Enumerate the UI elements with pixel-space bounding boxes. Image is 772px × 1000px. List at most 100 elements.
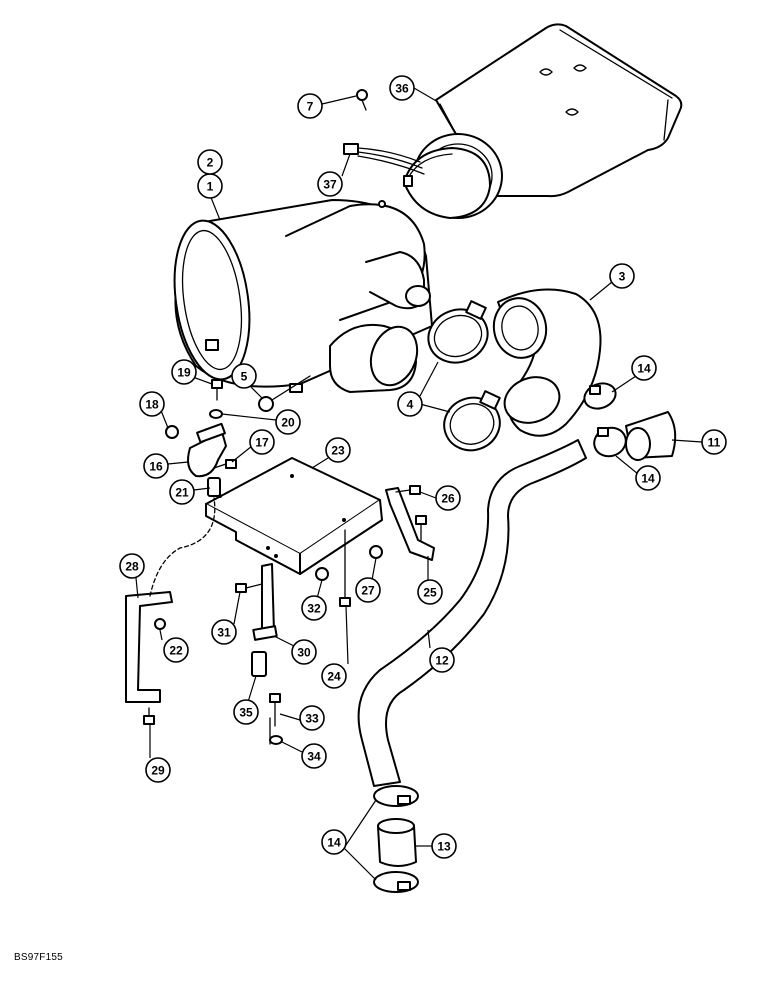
callout-number: 20 — [281, 416, 295, 430]
callout-circle — [143, 453, 169, 479]
bolt-19 — [211, 379, 223, 401]
callout-p20: 20 — [275, 409, 301, 435]
callout-circle — [321, 663, 347, 689]
callout-number: 30 — [297, 646, 311, 660]
callout-p13: 13 — [431, 833, 457, 859]
callout-circle — [301, 595, 327, 621]
adapter-11 — [625, 411, 677, 461]
small-clamp-14-middle — [593, 426, 627, 458]
callout-p12: 12 — [429, 647, 455, 673]
callout-circle — [417, 579, 443, 605]
hose-clamp-4-lower — [443, 390, 501, 452]
bolt-29 — [143, 707, 155, 725]
callout-p24: 24 — [321, 663, 347, 689]
callout-number: 37 — [323, 178, 337, 192]
strap-28 — [125, 591, 173, 703]
callout-number: 11 — [708, 436, 721, 450]
callout-circle — [389, 75, 415, 101]
callout-circle — [163, 637, 189, 663]
elbow-hose-3 — [492, 288, 602, 437]
callout-number: 13 — [437, 840, 451, 854]
bracket-25 — [385, 487, 435, 561]
intake-clamp-band — [403, 147, 491, 219]
nut-18 — [165, 425, 179, 439]
callout-p4: 4 — [397, 391, 423, 417]
callout-p23: 23 — [325, 437, 351, 463]
callout-circle — [139, 391, 165, 417]
callout-circle — [355, 577, 381, 603]
callout-p28: 28 — [119, 553, 145, 579]
callout-number: 24 — [327, 670, 341, 684]
callout-circle — [397, 391, 423, 417]
long-hose-12 — [357, 439, 587, 787]
callout-circle — [119, 553, 145, 579]
callout-circle — [299, 705, 325, 731]
callout-circle — [297, 93, 323, 119]
bolt-26b — [415, 515, 427, 541]
callout-circle — [171, 359, 197, 385]
bolt-31 — [235, 583, 263, 593]
callout-circle — [435, 485, 461, 511]
callout-p25: 25 — [417, 579, 443, 605]
callout-p32: 32 — [301, 595, 327, 621]
callout-number: 22 — [169, 644, 183, 658]
callout-p29: 29 — [145, 757, 171, 783]
callout-number: 16 — [149, 460, 163, 474]
callout-circle — [635, 465, 661, 491]
callout-p1: 1 — [197, 173, 223, 199]
callout-circle — [211, 619, 237, 645]
callout-p36: 36 — [389, 75, 415, 101]
callout-number: 14 — [327, 836, 341, 850]
callout-number: 17 — [255, 436, 269, 450]
callout-circle — [249, 429, 275, 455]
callout-circle — [301, 743, 327, 769]
callout-number: 14 — [637, 362, 651, 376]
callout-p14a: 14 — [631, 355, 657, 381]
callout-p34: 34 — [301, 743, 327, 769]
callout-circle — [317, 171, 343, 197]
bolt-24 — [339, 529, 351, 607]
callout-number: 7 — [307, 100, 314, 114]
callout-p5: 5 — [231, 363, 257, 389]
air-cleaner-canister — [173, 199, 433, 393]
callout-number: 36 — [395, 82, 409, 96]
callout-p7: 7 — [297, 93, 323, 119]
callout-p31: 31 — [211, 619, 237, 645]
callout-p2: 2 — [197, 149, 223, 175]
callout-number: 5 — [241, 370, 248, 384]
callout-number: 28 — [125, 560, 139, 574]
callout-p19: 19 — [171, 359, 197, 385]
callout-number: 3 — [619, 270, 626, 284]
callout-p3: 3 — [609, 263, 635, 289]
nut-32 — [315, 567, 329, 581]
callout-p37: 37 — [317, 171, 343, 197]
callout-number: 23 — [331, 444, 345, 458]
spacer-35 — [251, 651, 267, 677]
screw-7 — [356, 89, 368, 111]
callout-circle — [145, 757, 171, 783]
callout-circle — [631, 355, 657, 381]
leader-lines — [135, 87, 703, 881]
callout-number: 19 — [177, 366, 191, 380]
callout-number: 29 — [151, 764, 165, 778]
nut-27 — [369, 545, 383, 559]
nut-22 — [154, 618, 166, 630]
callout-p26: 26 — [435, 485, 461, 511]
callout-number: 31 — [217, 626, 231, 640]
callout-p35: 35 — [233, 699, 259, 725]
coupling-13 — [377, 818, 417, 867]
callout-p22: 22 — [163, 637, 189, 663]
callout-number: 21 — [175, 486, 189, 500]
clamp-16 — [187, 422, 227, 478]
spacer-21 — [207, 477, 221, 497]
callout-p16: 16 — [143, 453, 169, 479]
callout-p30: 30 — [291, 639, 317, 665]
callout-p11: 11 — [701, 429, 727, 455]
hose-clamp-4-upper — [427, 300, 489, 364]
wire-clip-37 — [343, 143, 425, 175]
callout-number: 4 — [407, 398, 414, 412]
callout-number: 27 — [361, 584, 375, 598]
callout-circle — [431, 833, 457, 859]
callout-circle — [231, 363, 257, 389]
